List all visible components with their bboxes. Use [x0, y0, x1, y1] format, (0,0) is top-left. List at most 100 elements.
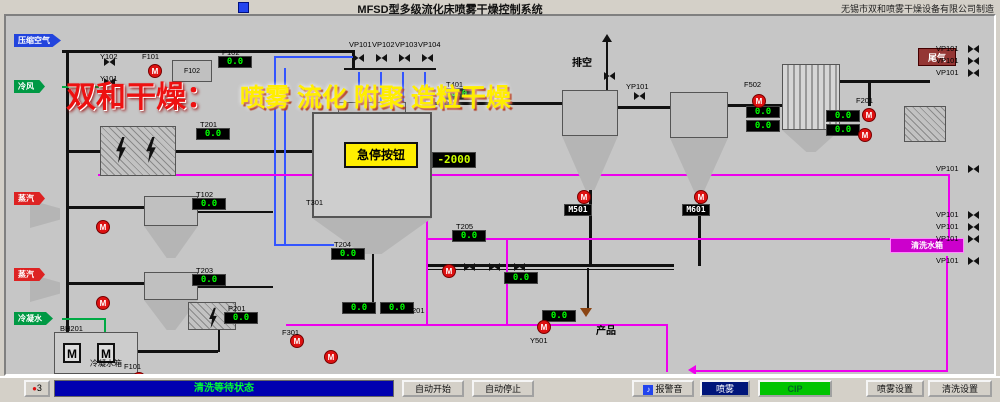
alarm-sound-button[interactable]: ♪报警音	[632, 380, 694, 397]
pipe-segment	[138, 350, 218, 353]
spray-settings-button[interactable]: 喷雾设置	[866, 380, 924, 397]
pipe-segment	[426, 174, 428, 326]
pump-icon[interactable]: M	[694, 190, 708, 204]
valve-icon[interactable]	[376, 54, 387, 62]
value-display: M601	[682, 204, 710, 216]
alarm-count: 3	[36, 383, 42, 393]
pipe-segment	[62, 86, 106, 88]
valve-icon[interactable]	[968, 57, 979, 65]
pipe-segment	[274, 56, 354, 58]
device-label: T201	[200, 120, 218, 129]
value-display: 0.0	[746, 106, 780, 118]
alarm-indicator[interactable]: ●3	[24, 380, 50, 397]
value-display: 0.0	[826, 110, 860, 122]
valve-icon[interactable]	[968, 257, 979, 265]
device-label: T204	[334, 240, 352, 249]
valve-icon[interactable]	[968, 223, 979, 231]
auto-stop-button[interactable]: 自动停止	[472, 380, 534, 397]
valve-icon[interactable]	[422, 54, 433, 62]
device-label: VP101	[936, 222, 959, 231]
cip-button[interactable]: CIP	[758, 380, 832, 397]
flow-arrow-label: 冷凝水	[14, 312, 53, 325]
device-label: VP201	[402, 306, 425, 315]
valve-icon[interactable]	[104, 78, 115, 86]
spray-button[interactable]: 喷雾	[700, 380, 750, 397]
pump-icon[interactable]: M	[96, 220, 110, 234]
pipe-segment	[426, 264, 674, 267]
flow-arrow-label: 蒸汽	[14, 268, 45, 281]
device-label: T102	[196, 190, 214, 199]
value-display: 0.0	[452, 230, 486, 242]
device-label: VP104	[418, 40, 441, 49]
cip-tank: 清洗水箱	[890, 238, 964, 253]
pipe-segment	[698, 190, 701, 266]
pump-icon[interactable]: M	[96, 296, 110, 310]
emergency-stop-button[interactable]: 急停按钮	[344, 142, 418, 168]
valve-icon[interactable]	[489, 263, 500, 271]
pipe-segment	[426, 238, 896, 240]
pump-icon[interactable]: M	[577, 190, 591, 204]
spray-dryer-cone	[312, 218, 432, 254]
valve-icon[interactable]	[968, 165, 979, 173]
device-label: P201	[228, 304, 246, 313]
exhaust-filter	[904, 106, 946, 142]
flow-arrow-label: 冷风	[14, 80, 45, 93]
device-label: VP103	[395, 40, 418, 49]
pump-icon[interactable]: M	[148, 64, 162, 78]
clean-settings-button[interactable]: 清洗设置	[928, 380, 992, 397]
valve-icon[interactable]	[968, 235, 979, 243]
valve-icon[interactable]	[514, 263, 525, 271]
lightning-icon	[146, 137, 156, 163]
device-label: F101	[124, 362, 142, 371]
device-label: VP102	[372, 40, 395, 49]
pipe-segment	[589, 186, 592, 266]
pump-icon[interactable]: M	[752, 94, 766, 108]
valve-icon[interactable]	[968, 45, 979, 53]
pipe-segment	[696, 370, 948, 372]
valve-icon[interactable]	[353, 54, 364, 62]
condensate-tank: M M	[54, 332, 138, 374]
valve-icon[interactable]	[464, 263, 475, 271]
pipe-segment	[402, 72, 404, 104]
pipe-segment	[286, 324, 668, 326]
flow-arrowhead-icon	[580, 308, 592, 317]
pump-icon[interactable]: M	[442, 264, 456, 278]
pipe-segment	[666, 324, 668, 372]
value-display: 0.0	[331, 248, 365, 260]
cyclone-1-body	[562, 90, 618, 136]
device-label: VP101	[936, 234, 959, 243]
pipe-segment	[380, 72, 382, 104]
pipe-segment	[174, 150, 314, 153]
window-icon	[238, 2, 249, 13]
device-label: VP101	[936, 256, 959, 265]
value-display: 0.0	[380, 302, 414, 314]
pump-icon[interactable]: M	[862, 108, 876, 122]
pipe-segment	[840, 80, 930, 83]
device-label: VP101	[936, 56, 959, 65]
pipe-segment	[66, 206, 144, 209]
valve-icon[interactable]	[399, 54, 410, 62]
auto-start-button[interactable]: 自动开始	[402, 380, 464, 397]
pump-icon[interactable]: M	[858, 128, 872, 142]
manufacturer-label: 无锡市双和喷雾干燥设备有限公司制造	[840, 4, 994, 14]
value-display: 0.0	[746, 120, 780, 132]
device-label: T205	[456, 222, 474, 231]
value-display: 0.0	[192, 274, 226, 286]
device-label: Y101	[100, 74, 118, 83]
pipe-segment	[198, 286, 273, 288]
tail-gas-box: 尾气	[918, 48, 956, 66]
pump-icon[interactable]: M	[537, 320, 551, 334]
value-display: 0.0	[192, 198, 226, 210]
valve-icon[interactable]	[104, 58, 115, 66]
valve-icon[interactable]	[604, 72, 615, 80]
pipe-segment	[358, 72, 360, 104]
valve-icon[interactable]	[968, 211, 979, 219]
pump-icon[interactable]: M	[290, 334, 304, 348]
pump-icon[interactable]: M	[324, 350, 338, 364]
pipe-segment	[432, 102, 564, 105]
pipe-segment	[372, 250, 374, 304]
valve-icon[interactable]	[968, 69, 979, 77]
valve-icon[interactable]	[634, 92, 645, 100]
